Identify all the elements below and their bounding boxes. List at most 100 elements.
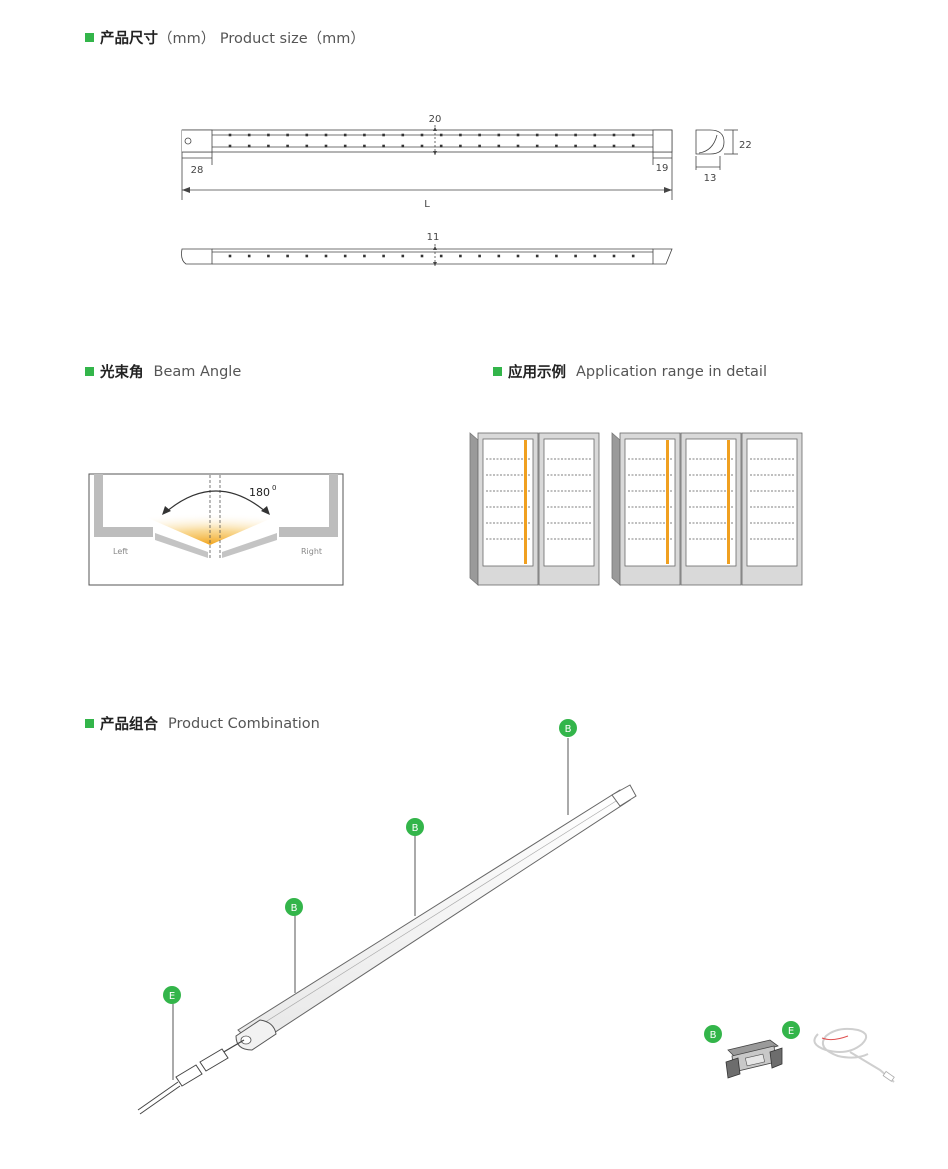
- arrow-left: [182, 187, 190, 193]
- dim-length-label: L: [424, 199, 430, 210]
- led-dot: [555, 254, 558, 258]
- led-dot: [593, 254, 597, 258]
- led-dot: [497, 144, 501, 148]
- beam-right-label: Right: [301, 547, 322, 556]
- svg-text:B: B: [710, 1030, 717, 1041]
- led-dot: [382, 144, 385, 148]
- svg-text:E: E: [169, 991, 175, 1002]
- led-dots-side: [228, 254, 635, 258]
- title-bullet: [493, 367, 502, 376]
- profile-section-drawing: [695, 129, 738, 170]
- led-dot: [497, 133, 501, 137]
- arrow-up: [433, 127, 437, 131]
- led-dot: [420, 144, 424, 148]
- led-dot: [343, 144, 347, 148]
- beam-left-label: Left: [113, 547, 128, 556]
- section-title-application: 应用示例 Application range in detail: [493, 361, 767, 382]
- led-dot: [343, 133, 347, 137]
- dim-height-label: 20: [429, 114, 442, 125]
- led-dot: [324, 254, 328, 258]
- led-dot: [574, 133, 577, 137]
- led-dot: [593, 144, 597, 148]
- dim-profile-height-label: 22: [739, 140, 752, 151]
- led-dot: [363, 254, 366, 258]
- led-dot: [535, 254, 539, 258]
- lamp-wing-left: [155, 533, 208, 558]
- led-dots-bottom: [228, 144, 635, 148]
- arc-arrow-left: [162, 506, 171, 515]
- led-dot: [267, 133, 270, 137]
- connector-male: [175, 1064, 203, 1087]
- arrow-up: [433, 246, 437, 250]
- side-view-drawing: [181, 244, 673, 268]
- svg-text:B: B: [412, 823, 419, 834]
- title-bullet: [85, 33, 94, 42]
- section-title-beam-angle: 光束角 Beam Angle: [85, 361, 241, 382]
- beam-angle-value: 180: [249, 486, 270, 499]
- wall-left: [94, 474, 153, 537]
- led-strip: [727, 440, 730, 564]
- led-dot: [228, 144, 232, 148]
- led-dot: [439, 254, 443, 258]
- marker-e: [782, 1021, 800, 1039]
- dim-profile-width-label: 13: [704, 173, 717, 184]
- cabinet-glass: [543, 438, 595, 567]
- marker-e: [163, 986, 181, 1004]
- angle-arc: [165, 490, 267, 513]
- led-dot: [555, 133, 558, 137]
- wall-right: [279, 474, 338, 537]
- led-dot: [228, 133, 232, 137]
- led-dot: [478, 133, 481, 137]
- marker-b: [406, 818, 424, 836]
- led-dot: [247, 133, 251, 137]
- led-dot: [478, 144, 481, 148]
- cabinet-side: [469, 432, 479, 586]
- application-cabinets: [469, 432, 803, 586]
- led-dot: [420, 133, 424, 137]
- marker-b: [285, 898, 303, 916]
- led-dot: [516, 133, 520, 137]
- led-dot: [305, 144, 309, 148]
- end-cap-hole: [184, 137, 192, 145]
- led-dot: [574, 144, 577, 148]
- led-dot: [267, 144, 270, 148]
- led-dot: [382, 133, 385, 137]
- dim-right-cap-label: 19: [656, 163, 669, 174]
- left-end-cap: [182, 129, 213, 153]
- right-end-cap: [652, 129, 673, 153]
- cabinet-side: [611, 432, 621, 586]
- side-right-cap: [652, 248, 673, 265]
- led-dot: [593, 133, 597, 137]
- arrow-down: [433, 151, 437, 155]
- led-dot: [478, 254, 481, 258]
- led-dot: [631, 133, 635, 137]
- dim-thickness-label: 11: [427, 232, 440, 243]
- cable-short: [221, 1039, 245, 1054]
- power-cable: [813, 1027, 895, 1083]
- led-dot: [267, 254, 270, 258]
- svg-text:E: E: [788, 1026, 794, 1037]
- led-strip: [666, 440, 669, 564]
- led-dot: [305, 133, 309, 137]
- connector-female: [199, 1048, 229, 1072]
- led-dot: [363, 133, 366, 137]
- cable-long: [137, 1081, 179, 1111]
- led-dot: [401, 133, 405, 137]
- section-title-product-combination: 产品组合 Product Combination: [85, 713, 320, 734]
- title-bullet: [85, 719, 94, 728]
- svg-text:B: B: [291, 903, 298, 914]
- led-dot: [439, 133, 443, 137]
- led-dot: [535, 133, 539, 137]
- led-dot: [286, 133, 289, 137]
- led-dot: [497, 254, 501, 258]
- led-dot: [631, 254, 635, 258]
- led-dot: [439, 144, 443, 148]
- arc-arrow-right: [261, 506, 270, 515]
- profile-outline: [695, 129, 725, 155]
- svg-text:B: B: [565, 724, 572, 735]
- led-dot: [459, 144, 462, 148]
- led-dot: [363, 144, 366, 148]
- led-dot: [286, 144, 289, 148]
- led-dot: [324, 133, 328, 137]
